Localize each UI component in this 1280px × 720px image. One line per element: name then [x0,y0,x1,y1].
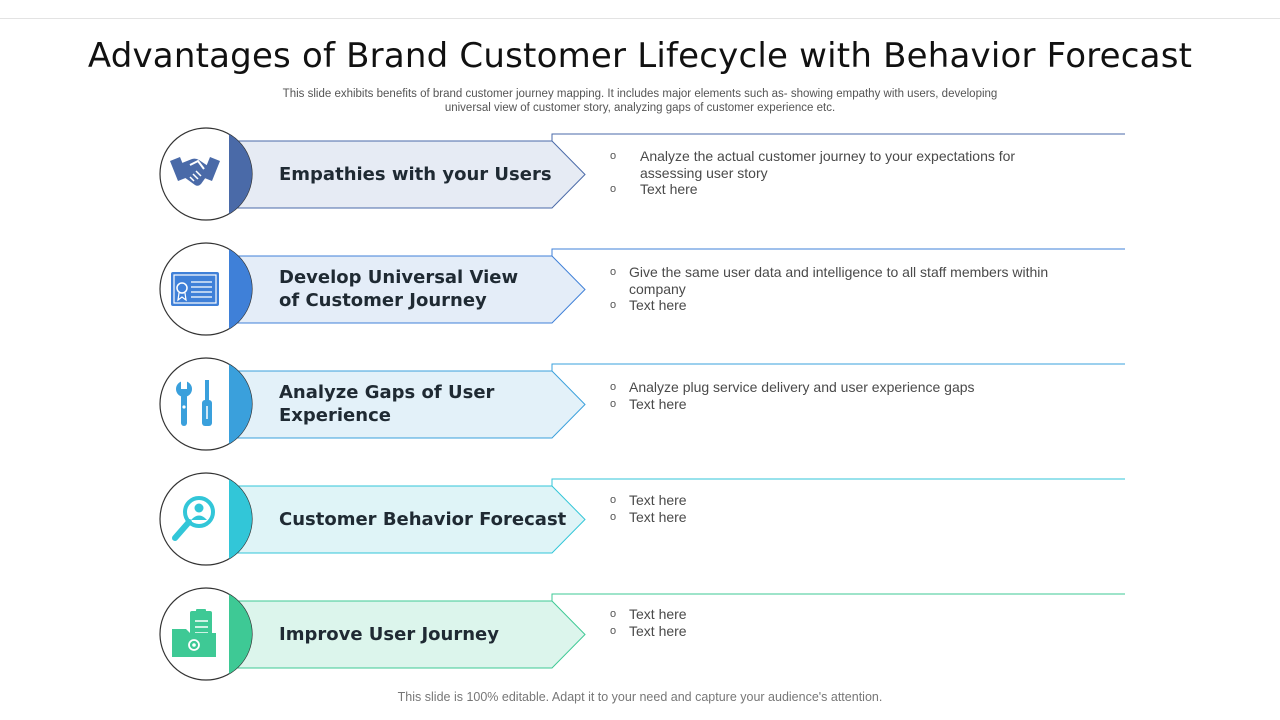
footer-note: This slide is 100% editable. Adapt it to… [397,690,883,704]
row-title-line: of Customer Journey [279,290,487,311]
accent-wedge [229,134,252,214]
tools-icon [168,377,222,436]
bullet-text: Text here [629,508,687,525]
bullet-text: Text here [629,395,687,412]
bullet-list: o Analyze plug service delivery and user … [610,379,1060,413]
row-title-line: Empathies with your Users [279,163,552,185]
bullet-text: Analyze plug service delivery and user e… [629,379,975,395]
bullet-text: Text here [640,181,698,197]
row-title-line: Customer Behavior Forecast [279,508,567,530]
connector-line [551,363,1125,371]
bullet-marker: o [610,608,617,620]
row-title-line: Experience [279,405,391,426]
bullet-list: o Analyze the actual customer journey to … [610,148,1060,198]
bullet-marker: o [610,266,617,278]
row-title: Improve User Journey [279,623,499,646]
connector-line [551,478,1125,486]
bullet-item: o Analyze the actual customer journey to … [610,148,1060,181]
connector-line [551,248,1125,256]
accent-wedge [229,364,252,444]
bullet-item: o Text here [610,606,1060,623]
connector-line [551,593,1125,601]
bullet-item: o Text here [610,508,1060,526]
bullet-marker: o [610,494,617,506]
accent-wedge [229,594,252,674]
bullet-text: Text here [629,492,687,508]
bullet-marker: o [610,299,617,311]
bullet-marker: o [610,510,617,523]
connector-line [551,133,1125,141]
row-title: Empathies with your Users [279,163,552,186]
bullet-item: o Text here [610,297,1060,314]
certificate-icon [168,262,222,321]
accent-wedge [229,249,252,329]
subtitle-line-1: This slide exhibits benefits of brand cu… [282,88,998,100]
user-search-icon [168,492,222,551]
bullet-text: Text here [629,622,687,639]
handshake-icon [168,147,222,206]
bullet-text: Text here [629,297,687,313]
bullet-marker: o [610,381,617,393]
bullet-marker: o [610,183,617,195]
accent-wedge [229,479,252,559]
bullet-text: Analyze the actual customer journey to y… [640,148,1016,181]
bullet-item: o Text here [610,181,1060,198]
page-subtitle: This slide exhibits benefits of brand cu… [250,87,1030,115]
bullet-list: o Give the same user data and intelligenc… [610,264,1060,314]
row-title-line: Develop Universal View [279,267,519,288]
benefit-row: Customer Behavior Forecast [0,471,1280,571]
bullet-text: Text here [629,606,687,622]
bullet-item: o Text here [610,492,1060,509]
benefit-row: Improve User Journey [0,586,1280,686]
benefit-row: Empathies with your Users [0,126,1280,226]
row-title-line: Analyze Gaps of User [279,382,495,403]
bullet-marker: o [610,624,617,637]
bullet-item: o Text here [610,622,1060,640]
row-title: Customer Behavior Forecast [279,508,566,531]
page-title: Advantages of Brand Customer Lifecycle w… [87,36,1193,76]
top-divider [0,18,1280,19]
bullet-marker: o [610,150,617,162]
subtitle-line-2: universal view of customer story, analyz… [444,102,836,114]
bullet-item: o Give the same user data and intelligenc… [610,264,1060,297]
bullet-item: o Text here [610,395,1060,413]
bullet-marker: o [610,397,617,410]
bullet-text: Give the same user data and intelligence… [629,264,1049,297]
bullet-item: o Analyze plug service delivery and user … [610,379,1060,396]
clipboard-folder-icon [168,607,222,666]
row-title-line: Improve User Journey [279,623,499,645]
